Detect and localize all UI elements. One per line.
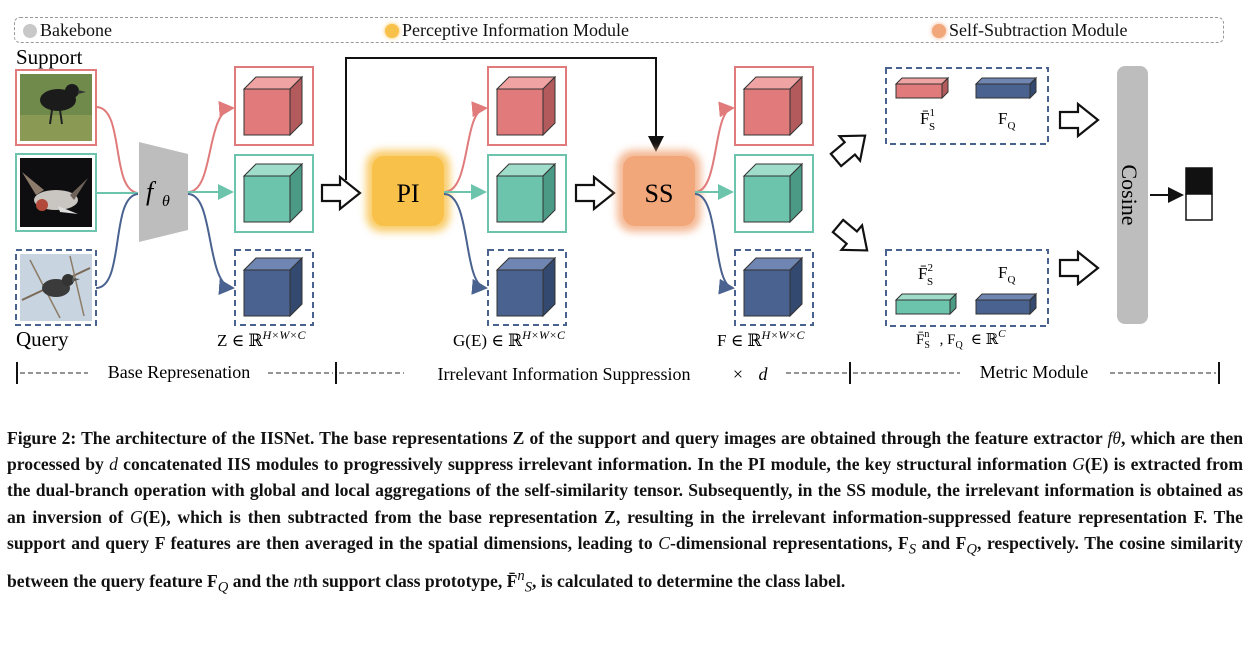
caption-text-8: , respectively. The cosine similarity be… xyxy=(7,532,1243,591)
caption-f-theta: fθ xyxy=(1107,428,1121,448)
g-cube-green xyxy=(496,163,556,223)
backbone-extractor xyxy=(139,142,188,242)
f-cube-navy xyxy=(743,257,803,317)
g-cube-red xyxy=(496,76,556,136)
caption-n: n xyxy=(293,570,303,591)
caption-text-6: -dimensional representations, F xyxy=(669,532,909,553)
fs2-bar xyxy=(894,292,958,316)
fq-bar-bottom xyxy=(974,292,1038,316)
caption-text-4: (E) is extracted from the dual-branch op… xyxy=(7,454,1244,527)
query-image xyxy=(15,249,97,326)
arrow-to-ss xyxy=(574,175,616,211)
z-cube-green xyxy=(243,163,303,223)
caption-s-sub: S xyxy=(908,541,917,558)
z-cube-red xyxy=(243,76,303,136)
caption-text-11: , is calculated to determine the class l… xyxy=(532,570,846,591)
caption-q-sub: Q xyxy=(966,541,977,558)
z-formula: Z ∈ ℝH×W×C xyxy=(217,328,306,350)
legend-backbone: Bakebone xyxy=(23,20,112,41)
f-formula: F ∈ ℝH×W×C xyxy=(717,328,806,350)
section-d: d xyxy=(759,364,769,384)
support-image-1 xyxy=(15,69,97,146)
fq-label-bottom: FQ xyxy=(998,263,1015,286)
query-label: Query xyxy=(16,327,69,351)
extractor-subscript: θ xyxy=(162,193,170,210)
legend-backbone-label: Bakebone xyxy=(40,20,112,40)
arrow-to-cosine-bottom xyxy=(1058,250,1100,286)
arrow-to-metric-top xyxy=(824,122,877,174)
section-ruler xyxy=(16,362,1220,384)
caption-text-3: concatenated IIS modules to progressivel… xyxy=(117,454,1073,475)
arrow-to-cosine-top xyxy=(1058,102,1100,138)
caption-text-7: and F xyxy=(916,532,967,553)
g-formula: G(E) ∈ ℝH×W×C xyxy=(453,328,566,350)
caption-text-10: th support class prototype, F̄ xyxy=(302,570,518,591)
pi-label: PI xyxy=(396,179,419,208)
pi-module-block xyxy=(372,156,444,226)
ss-dot-icon xyxy=(932,23,946,38)
caption-sn-sup: n xyxy=(517,567,525,584)
f-cube-green xyxy=(743,163,803,223)
support-label: Support xyxy=(16,45,83,69)
arrow-to-metric-bottom xyxy=(826,212,879,264)
caption-d: d xyxy=(109,454,118,475)
metric-bottom-box xyxy=(885,249,1049,327)
caption-g: G xyxy=(1072,454,1085,475)
cosine-block xyxy=(1117,66,1148,324)
fq-bar-top xyxy=(974,76,1038,100)
caption-text-9: and the xyxy=(228,570,294,591)
support-image-2 xyxy=(15,153,97,232)
legend-pi-label: Perceptive Information Module xyxy=(402,20,629,40)
caption-q-sub-2: Q xyxy=(217,578,229,595)
caption-figure-label: Figure 2: xyxy=(7,428,77,448)
legend-ss: Self-Subtraction Module xyxy=(932,20,1127,41)
class-output-icon xyxy=(1185,167,1213,221)
architecture-diagram: Support Query f θ xyxy=(15,45,1220,384)
fq-label-top: FQ xyxy=(998,109,1015,132)
g-cube-navy xyxy=(496,257,556,317)
fs1-bar xyxy=(894,76,950,100)
legend-pi: Perceptive Information Module xyxy=(385,20,629,41)
section-times: × xyxy=(733,364,743,384)
ss-label: SS xyxy=(645,179,674,208)
f-cube-red xyxy=(743,76,803,136)
section-base-label: Base Represenation xyxy=(108,362,250,382)
caption-g-2: G xyxy=(130,506,143,527)
caption-sn-sub: S xyxy=(524,578,533,595)
caption-text-2: , which are then processed by xyxy=(7,428,1243,475)
arrow-to-pi xyxy=(320,175,362,211)
z-cube-navy xyxy=(243,257,303,317)
caption-c: C xyxy=(658,532,670,553)
caption-text-5: (E), which is then subtracted from the b… xyxy=(7,506,1243,553)
backbone-dot-icon xyxy=(23,23,37,38)
pi-dot-icon xyxy=(385,23,399,38)
figure-caption: Figure 2: The architecture of the IISNet… xyxy=(7,425,1243,600)
legend-ss-label: Self-Subtraction Module xyxy=(949,20,1128,40)
section-iis-label: Irrelevant Information Suppression xyxy=(438,364,691,384)
section-metric-label: Metric Module xyxy=(980,362,1088,382)
caption-text-1: The architecture of the IISNet. The base… xyxy=(76,428,1108,448)
cosine-label: Cosine xyxy=(1117,164,1142,225)
extractor-label: f xyxy=(146,177,157,206)
ss-module-block xyxy=(623,156,695,226)
legend-bar: Bakebone Perceptive Information Module S… xyxy=(14,17,1224,43)
